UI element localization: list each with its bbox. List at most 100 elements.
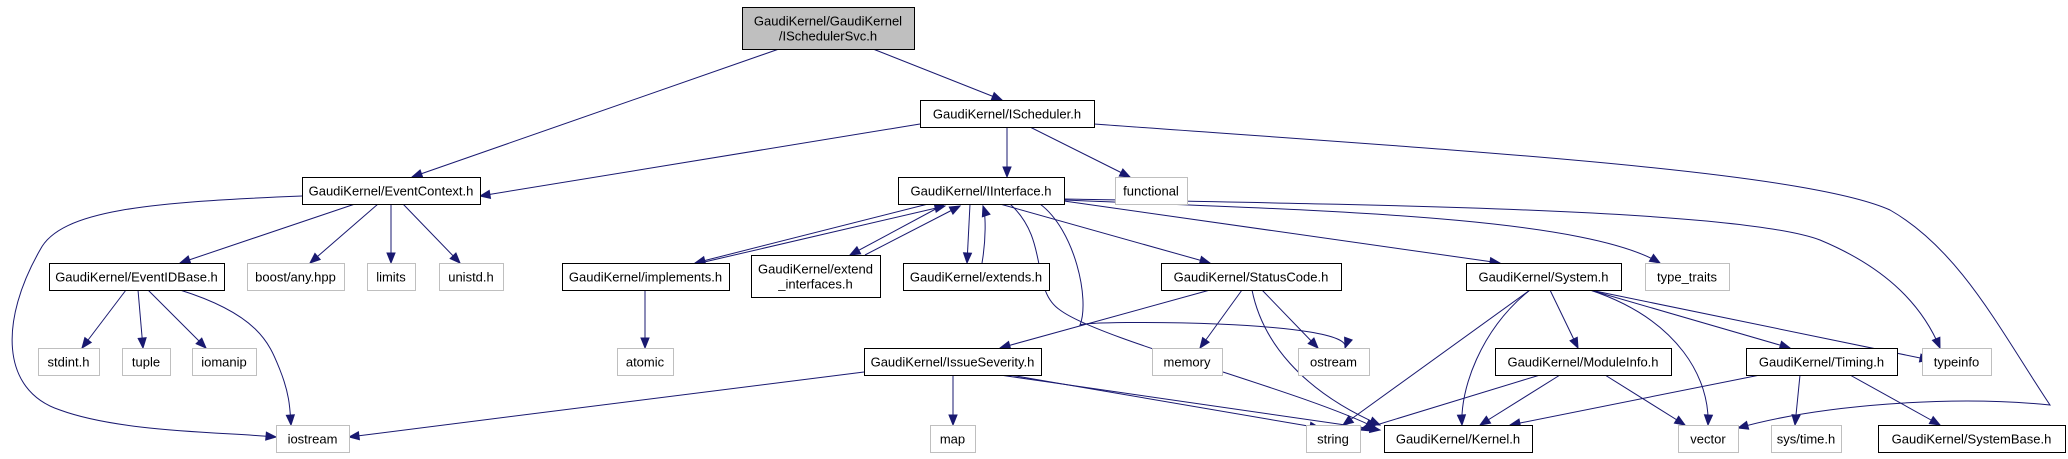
node-box [1878, 425, 2066, 453]
node-statuscode[interactable]: GaudiKernel/StatusCode.h [1161, 263, 1342, 291]
node-moduleinfo[interactable]: GaudiKernel/ModuleInfo.h [1495, 348, 1672, 376]
edge-iinterface-to-implements [694, 203, 929, 264]
node-label: GaudiKernel/extend [758, 262, 873, 277]
edge-statuscode-to-issueseverity [999, 289, 1211, 349]
node-box [1495, 348, 1672, 376]
node-box [192, 348, 257, 376]
node-box [38, 348, 100, 376]
node-eventidbase[interactable]: GaudiKernel/EventIDBase.h [49, 263, 225, 291]
edge-ischeduler-to-vector [1093, 123, 2052, 429]
edge-eventcontext-to-unistd [402, 203, 461, 264]
arrowhead-icon [386, 252, 396, 265]
node-label: unistd.h [448, 270, 494, 285]
arrowhead-icon [449, 252, 461, 264]
node-stdint: stdint.h [38, 348, 100, 376]
node-ischeduler[interactable]: GaudiKernel/IScheduler.h [920, 100, 1095, 128]
node-boostany: boost/any.hpp [247, 263, 345, 291]
node-extendinterfaces[interactable]: GaudiKernel/extend_interfaces.h [751, 255, 881, 298]
node-box [367, 263, 416, 291]
node-functional: functional [1115, 177, 1188, 205]
node-systime: sys/time.h [1771, 425, 1842, 453]
arrowhead-icon [347, 430, 361, 441]
edge-moduleinfo-to-kernel [1479, 374, 1561, 426]
edge-implements-to-iinterface [699, 205, 946, 264]
arrowhead-icon [478, 189, 492, 199]
arrowhead-icon [1931, 336, 1941, 350]
node-label: memory [1164, 355, 1211, 370]
edge-system-to-moduleinfo [1549, 289, 1579, 349]
arrowhead-icon [1118, 168, 1132, 178]
arrowhead-icon [962, 252, 973, 265]
node-typetraits: type_traits [1645, 263, 1730, 291]
edge-ischedulersvc-to-eventcontext [411, 48, 780, 178]
node-box [864, 348, 1042, 376]
node-box [1306, 425, 1361, 453]
node-label: GaudiKernel/ModuleInfo.h [1507, 355, 1658, 370]
edge-extendinterfaces-to-iinterface [864, 205, 961, 256]
arrowhead-icon [1002, 166, 1012, 179]
node-iomanip: iomanip [192, 348, 257, 376]
edge-system-to-kernel [1461, 289, 1531, 426]
node-box [49, 263, 225, 291]
node-box [276, 425, 350, 453]
edge-eventcontext-to-iostream [11, 195, 303, 438]
node-label: GaudiKernel/IssueSeverity.h [871, 355, 1035, 370]
node-label: GaudiKernel/extends.h [910, 270, 1042, 285]
node-label: iomanip [201, 355, 247, 370]
node-eventcontext[interactable]: GaudiKernel/EventContext.h [302, 177, 481, 205]
node-systembase[interactable]: GaudiKernel/SystemBase.h [1878, 425, 2066, 453]
arrowhead-icon [1673, 415, 1687, 426]
node-box [742, 7, 915, 50]
edge-iinterface-to-system [1063, 200, 1501, 264]
node-box [617, 348, 674, 376]
arrowhead-icon [1307, 337, 1319, 349]
arrowhead-icon [178, 255, 192, 265]
node-label: stdint.h [48, 355, 90, 370]
arrowhead-icon [933, 203, 947, 213]
node-issueseverity[interactable]: GaudiKernel/IssueSeverity.h [864, 348, 1042, 376]
node-box [1678, 425, 1739, 453]
node-label: vector [1690, 432, 1726, 447]
node-box [1771, 425, 1842, 453]
node-box [898, 177, 1065, 205]
node-timing[interactable]: GaudiKernel/Timing.h [1746, 348, 1898, 376]
node-map: map [930, 425, 976, 453]
arrowhead-icon [1358, 422, 1372, 432]
edge-ischeduler-to-eventcontext [479, 123, 921, 197]
edge-iinterface-to-ostream [1039, 203, 1346, 349]
node-box [903, 263, 1050, 291]
arrowhead-icon [81, 336, 93, 350]
arrowhead-icon [1928, 415, 1942, 426]
node-box [247, 263, 345, 291]
arrowhead-icon [410, 169, 424, 179]
edge-ischeduler-to-functional [1029, 126, 1131, 178]
node-iinterface[interactable]: GaudiKernel/IInterface.h [898, 177, 1065, 205]
node-box [302, 177, 481, 205]
arrowhead-icon [1344, 336, 1353, 350]
node-system[interactable]: GaudiKernel/System.h [1466, 263, 1622, 291]
edge-system-to-vector [1589, 289, 1709, 426]
arrowhead-icon [990, 91, 1004, 101]
edge-statuscode-to-memory [1199, 289, 1243, 349]
edge-eventcontext-to-eventidbase [179, 203, 356, 264]
node-box [439, 263, 504, 291]
node-box [1298, 348, 1370, 376]
node-ischedulersvc[interactable]: GaudiKernel/GaudiKernel/ISchedulerSvc.h [742, 7, 915, 50]
edge-iinterface-to-kernel [1009, 203, 1377, 429]
node-box [1746, 348, 1898, 376]
node-extends[interactable]: GaudiKernel/extends.h [903, 263, 1050, 291]
node-label: GaudiKernel/EventContext.h [309, 184, 474, 199]
node-label: ostream [1310, 355, 1357, 370]
arrowhead-icon [981, 204, 991, 218]
arrowhead-icon [1456, 414, 1467, 427]
node-kernel[interactable]: GaudiKernel/Kernel.h [1384, 425, 1533, 453]
node-implements[interactable]: GaudiKernel/implements.h [562, 263, 730, 291]
edge-system-to-timing [1589, 289, 1791, 349]
node-box [930, 425, 976, 453]
edge-system-to-string [1342, 289, 1531, 426]
node-label: sys/time.h [1777, 432, 1836, 447]
node-label: GaudiKernel/Timing.h [1759, 355, 1884, 370]
node-string: string [1306, 425, 1361, 453]
arrowhead-icon [1569, 336, 1579, 350]
